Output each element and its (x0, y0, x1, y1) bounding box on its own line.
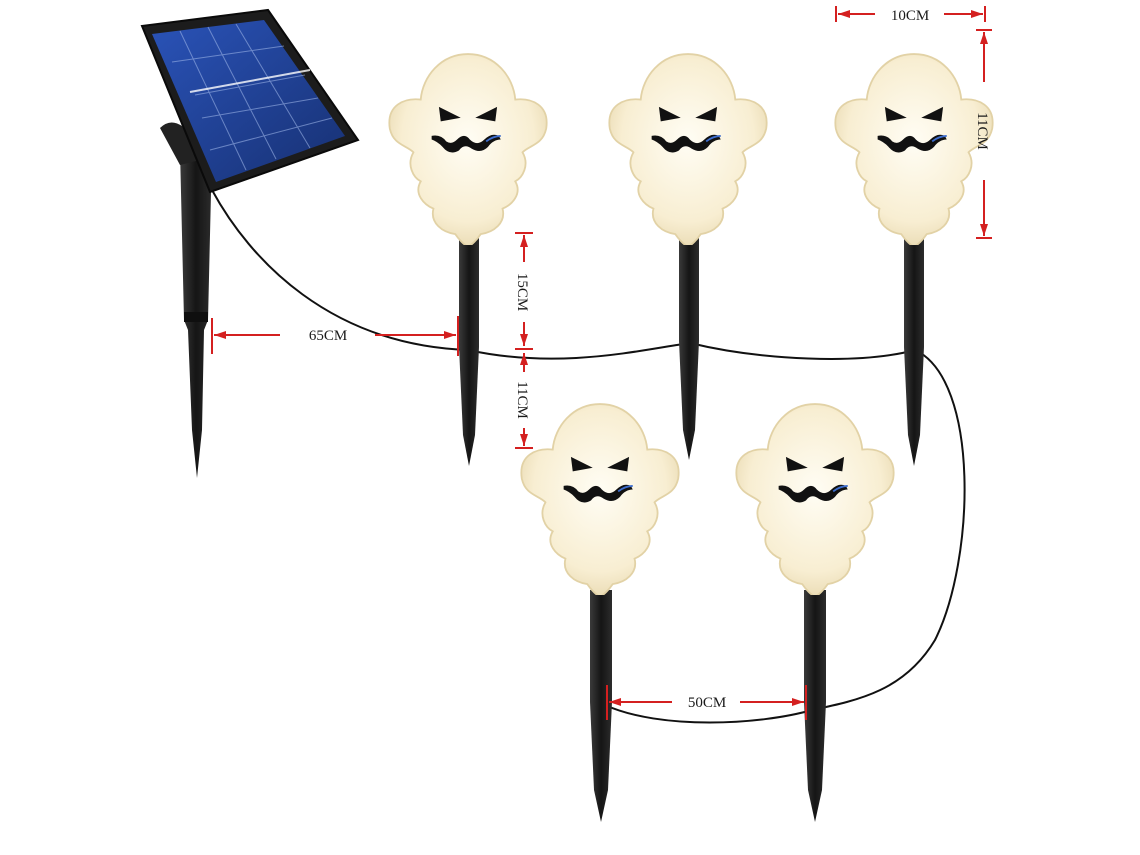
ghost-face-icon (520, 403, 680, 595)
ghost-face-icon (735, 403, 895, 595)
dimension-label-light-spacing: 50CM (688, 695, 726, 711)
stake-1 (459, 235, 479, 466)
cable-light-2-to-light-3 (689, 342, 916, 360)
stake-2 (679, 235, 699, 460)
cable-group (211, 189, 966, 724)
ghost-face-icon (834, 53, 994, 245)
dimension-label-head-height-top: 11CM (974, 112, 990, 150)
ghost-face-icon (608, 53, 768, 245)
dimension-label-head-width: 10CM (891, 8, 929, 24)
solar-panel-mount (160, 122, 200, 165)
dimension-lines (211, 6, 992, 720)
dimension-label-panel-to-first-light: 65CM (309, 328, 347, 344)
cable-light-5-to-light-4 (604, 704, 813, 724)
dimension-label-stake-length: 15CM (514, 273, 530, 311)
stake-3 (904, 235, 924, 466)
solar-panel-stake-collar (184, 312, 208, 322)
stake-5 (804, 590, 826, 822)
dimension-label-head-height-side: 11CM (514, 381, 530, 419)
stake-group (459, 235, 924, 822)
cable-light-1-to-light-2 (467, 342, 691, 360)
cable-light-3-to-light-5 (811, 349, 966, 711)
stake-4 (590, 590, 612, 822)
solar-panel-cells (152, 20, 345, 182)
ghost-face-icon (388, 53, 548, 245)
cable-panel-to-light-1 (211, 189, 469, 351)
solar-panel-icon (140, 8, 360, 478)
